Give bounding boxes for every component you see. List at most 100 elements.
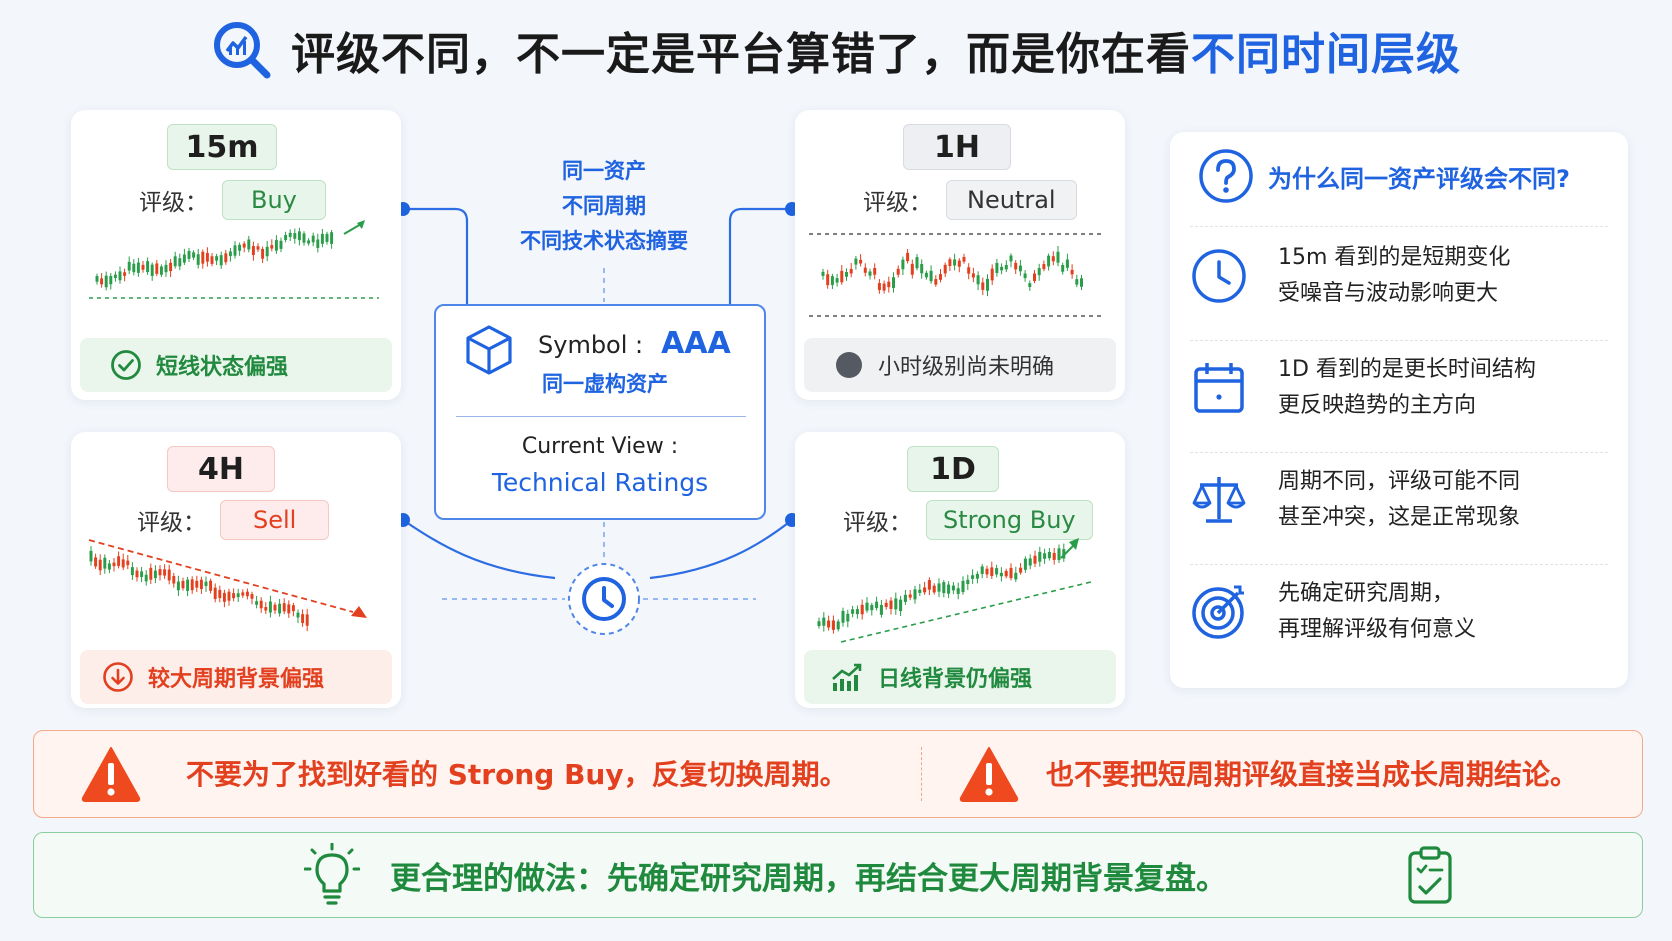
candle-body — [1042, 264, 1046, 270]
candle-body — [1014, 262, 1018, 270]
trend-arrow-head — [1069, 538, 1079, 550]
candle-body — [127, 261, 131, 271]
candle-body — [957, 260, 961, 267]
candle-body — [104, 275, 108, 288]
candle-body — [296, 612, 300, 618]
candle-body — [163, 569, 167, 576]
candle-body — [956, 588, 960, 594]
analytics-search-icon — [214, 22, 271, 79]
candle-body — [204, 581, 208, 587]
candle-body — [865, 602, 869, 611]
candle-body — [1056, 251, 1060, 263]
candle-body — [247, 239, 251, 250]
candle-body — [270, 245, 274, 249]
status-text: 较大周期背景偏强 — [148, 667, 325, 692]
tip-text: 更合理的做法：先确定研究周期，再结合更大周期背景复盘。 — [390, 861, 1227, 897]
candle-body — [150, 264, 154, 276]
candle-body — [980, 566, 984, 574]
candle-body — [899, 599, 903, 612]
candle-body — [155, 263, 159, 274]
candle-body — [934, 279, 938, 285]
candle-body — [112, 562, 116, 567]
candle-body — [896, 268, 900, 275]
candle-body — [836, 621, 840, 630]
status-bar: 小时级别尚未明确 — [804, 338, 1116, 392]
title-highlight: 不同时间层级 — [1191, 29, 1461, 80]
candle-body — [259, 600, 263, 609]
candle-body — [1051, 256, 1055, 262]
candle-body — [144, 574, 148, 582]
why-item: 1D 看到的是更长时间结构更反映趋势的主方向 — [1190, 352, 1608, 424]
why-item: 先确定研究周期，再理解评级有何意义 — [1190, 576, 1608, 648]
candle-body — [860, 604, 864, 615]
candle-body — [241, 592, 245, 596]
candle-body — [107, 563, 111, 570]
candle-body — [264, 607, 268, 611]
candle-body — [187, 251, 191, 259]
candle-body — [995, 262, 999, 273]
center-divider — [456, 416, 746, 417]
candle-body — [894, 598, 898, 610]
rating-row: 评级： Neutral — [863, 180, 1077, 220]
candle-body — [251, 246, 255, 256]
candle-body — [1014, 572, 1018, 580]
candle-body — [186, 579, 190, 591]
candle-body — [149, 567, 153, 580]
why-item: 周期不同，评级可能不同甚至冲突，这是正常现象 — [1190, 464, 1608, 536]
candle-body — [233, 245, 237, 256]
candle-body — [913, 589, 917, 600]
candle-body — [190, 579, 194, 591]
candle-body — [173, 256, 177, 267]
candle-body — [146, 261, 150, 273]
candle-body — [1028, 283, 1032, 287]
candle-body — [1019, 567, 1023, 573]
candle-body — [141, 264, 145, 270]
warning-text: 也不要把短周期评级直接当成长周期结论。 — [1046, 758, 1579, 791]
candle-body — [169, 262, 173, 272]
candle-body — [242, 243, 246, 248]
candle-body — [199, 579, 203, 590]
candle-body — [218, 589, 222, 599]
candle-body — [990, 268, 994, 281]
candle-body — [236, 593, 240, 598]
candle-body — [830, 276, 834, 286]
candle-body — [1033, 555, 1037, 564]
candle-body — [219, 255, 223, 266]
candle-body — [835, 278, 839, 283]
candle-body — [288, 232, 292, 237]
candle-body — [1023, 273, 1027, 279]
center-line: 同一资产 — [562, 159, 646, 183]
clipboard-check-icon — [1408, 846, 1452, 904]
trend-arrow — [343, 223, 362, 235]
candle-body — [311, 235, 315, 243]
candle-body — [971, 575, 975, 579]
candle-body — [915, 257, 919, 269]
candle-body — [232, 593, 236, 599]
tip-bar: 更合理的做法：先确定研究周期，再结合更大周期背景复盘。 — [33, 832, 1643, 918]
candle-body — [222, 592, 226, 602]
candle-body — [927, 580, 931, 590]
candle-body — [891, 277, 896, 289]
candle-body — [278, 603, 282, 614]
candle-body — [178, 258, 182, 267]
candle-body — [210, 256, 214, 264]
rating-value: Sell — [220, 500, 330, 540]
candle-body — [228, 251, 232, 257]
check-circle-icon — [111, 350, 141, 380]
candle-body — [985, 568, 989, 575]
candle-body — [1009, 255, 1013, 262]
clock-icon — [568, 563, 640, 635]
candle-body — [95, 276, 99, 282]
candle-body — [995, 568, 999, 575]
candle-body — [929, 270, 933, 282]
candle-body — [291, 605, 295, 612]
candle-body — [906, 252, 910, 262]
timeframe-badge: 15m — [167, 124, 277, 170]
candle-body — [245, 591, 249, 597]
panel-4h: 4H 评级： Sell 较大周期背景偏强 — [71, 432, 401, 708]
candle-body — [113, 274, 117, 278]
candle-body — [279, 240, 283, 249]
candle-body — [126, 560, 130, 566]
candle-body — [1032, 273, 1037, 282]
candle-body — [118, 271, 122, 281]
